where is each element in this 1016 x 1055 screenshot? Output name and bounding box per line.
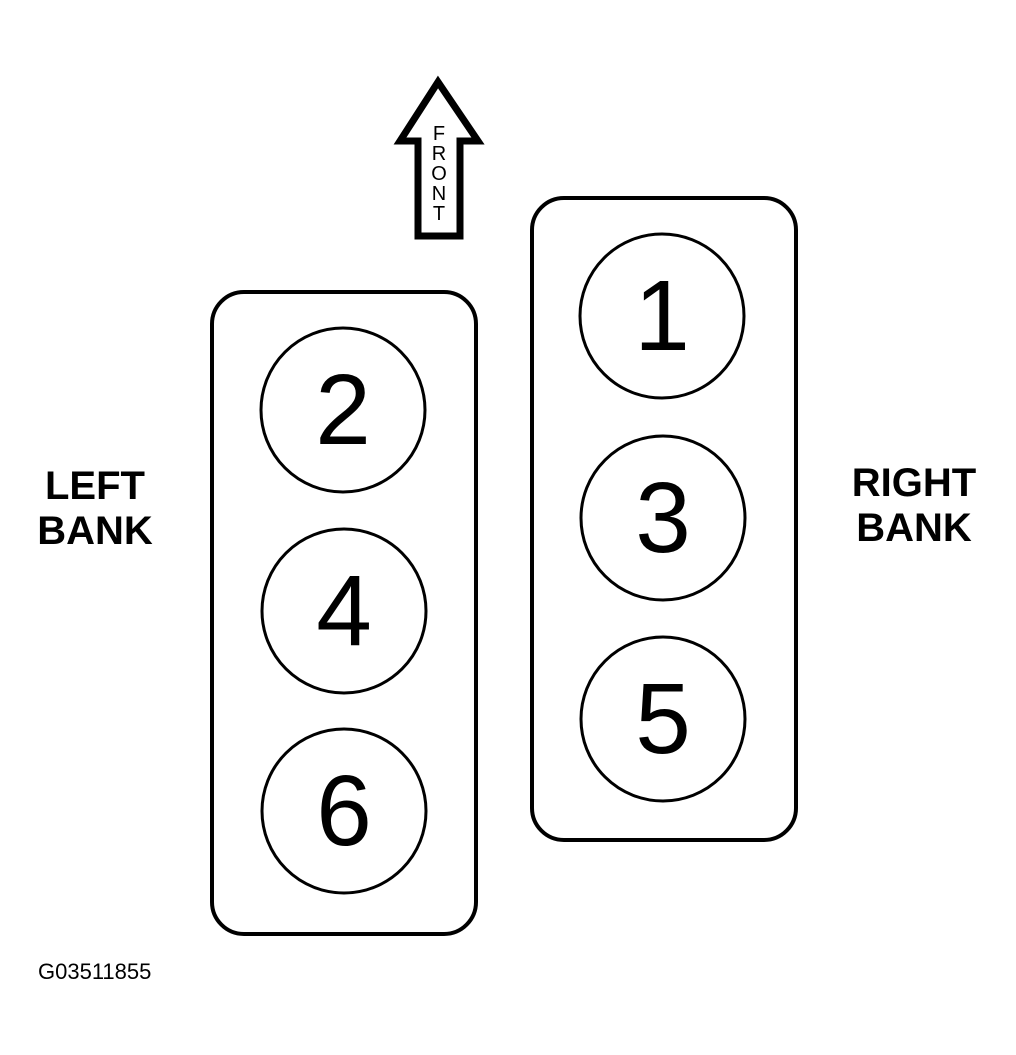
left-bank-label-line2: BANK: [37, 509, 153, 553]
right-bank-label-line1: RIGHT: [852, 461, 976, 505]
cylinder-2-number: 2: [315, 354, 371, 466]
left-bank-label: LEFT BANK: [37, 464, 153, 553]
right-bank-label-line2: BANK: [856, 506, 972, 550]
cylinder-3: 3: [579, 434, 747, 602]
cylinder-3-circle: [579, 434, 747, 602]
front-arrow-letter: O: [431, 163, 447, 185]
front-arrow-letter: T: [433, 203, 445, 225]
cylinder-4-circle: [260, 527, 428, 695]
front-arrow-letter: F: [433, 123, 445, 145]
front-arrow-letter: N: [432, 183, 446, 205]
cylinder-1: 1: [578, 232, 746, 400]
right-bank-label: RIGHT BANK: [852, 461, 976, 550]
left-bank: 2 4 6: [210, 290, 478, 936]
cylinder-5-circle: [579, 635, 747, 803]
cylinder-1-number: 1: [634, 260, 690, 372]
cylinder-3-number: 3: [635, 462, 691, 574]
figure-code: G03511855: [38, 959, 151, 984]
cylinder-5: 5: [579, 635, 747, 803]
cylinder-2: 2: [259, 326, 427, 494]
cylinder-1-circle: [578, 232, 746, 400]
cylinder-5-number: 5: [635, 663, 691, 775]
front-arrow-letter: R: [432, 143, 446, 165]
cylinder-4: 4: [260, 527, 428, 695]
cylinder-2-circle: [259, 326, 427, 494]
cylinder-6-circle: [260, 727, 428, 895]
cylinder-6: 6: [260, 727, 428, 895]
left-bank-label-line1: LEFT: [45, 464, 145, 508]
right-bank: 1 3 5: [530, 196, 798, 842]
cylinder-4-number: 4: [316, 555, 372, 667]
cylinder-6-number: 6: [316, 755, 372, 867]
front-arrow-icon: [393, 75, 485, 240]
